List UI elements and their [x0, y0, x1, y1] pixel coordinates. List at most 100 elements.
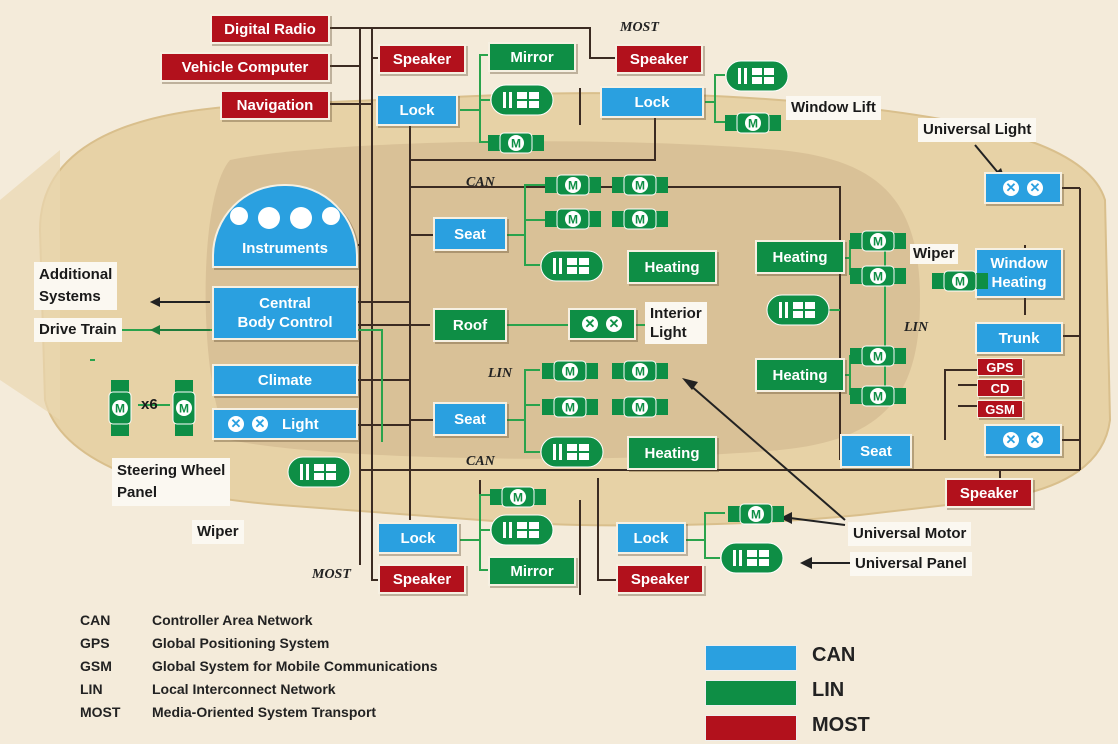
svg-text:M: M	[568, 179, 578, 193]
gauge-icon	[230, 207, 248, 225]
additional-systems-label: Additional Systems	[34, 262, 118, 310]
glossary-abbr: MOST	[80, 704, 121, 720]
switch-panel-icon	[720, 542, 784, 574]
heating-label: Heating	[772, 366, 828, 384]
lamp-icon: ✕	[1003, 180, 1019, 196]
interior-light-line1: Interior	[650, 305, 702, 322]
motor-icon: M	[108, 380, 132, 436]
gauge-icon	[322, 207, 340, 225]
most-label: MOST	[312, 567, 351, 582]
seat-right-module[interactable]: Seat	[840, 434, 912, 468]
lamp-icon: ✕	[606, 316, 622, 332]
svg-text:M: M	[635, 365, 645, 379]
svg-text:M: M	[179, 402, 189, 416]
speaker-top-right-module[interactable]: Speaker	[615, 44, 703, 74]
universal-light-top-module[interactable]: ✕ ✕	[984, 172, 1062, 204]
cd-module[interactable]: CD	[977, 379, 1023, 397]
legend-swatch-most	[705, 715, 797, 741]
svg-text:M: M	[751, 508, 761, 522]
lamp-icon: ✕	[228, 416, 244, 432]
x6-label: x6	[141, 396, 158, 413]
lock-label: Lock	[400, 529, 436, 547]
steering-wheel-panel-label: Steering Wheel Panel	[112, 458, 231, 506]
svg-text:M: M	[873, 235, 883, 249]
lock-label: Lock	[633, 529, 669, 547]
heating-upper-module[interactable]: Heating	[627, 250, 717, 284]
speaker-top-left-module[interactable]: Speaker	[378, 44, 466, 74]
svg-text:M: M	[873, 270, 883, 284]
switch-panel-icon	[540, 250, 604, 282]
roof-module[interactable]: Roof	[433, 308, 507, 342]
mirror-bottom-module[interactable]: Mirror	[488, 556, 576, 586]
heating-right-1-module[interactable]: Heating	[755, 240, 845, 274]
glossary-row: MOST Media-Oriented System Transport	[80, 704, 376, 720]
speaker-label: Speaker	[959, 484, 1019, 502]
heating-lower-module[interactable]: Heating	[627, 436, 717, 470]
universal-light-bottom-module[interactable]: ✕ ✕	[984, 424, 1062, 456]
gauge-icon	[258, 207, 280, 229]
seat-lower-module[interactable]: Seat	[433, 402, 507, 436]
heating-right-2-module[interactable]: Heating	[755, 358, 845, 392]
gps-label: GPS	[986, 359, 1014, 375]
motor-icon: M	[612, 360, 668, 382]
legend-swatch-can	[705, 645, 797, 671]
can-label: CAN	[466, 454, 495, 469]
steering-line2: Panel	[117, 484, 158, 501]
interior-light-line2: Light	[650, 324, 687, 341]
light-module[interactable]: ✕ ✕ Light	[212, 408, 358, 440]
interior-light-module[interactable]: ✕ ✕	[568, 308, 636, 340]
universal-motor-label: Universal Motor	[848, 522, 972, 546]
legend-label-lin: LIN	[812, 679, 845, 701]
trunk-module[interactable]: Trunk	[975, 322, 1063, 354]
digital-radio-module[interactable]: Digital Radio	[210, 14, 330, 44]
speaker-label: Speaker	[392, 50, 452, 68]
speaker-right-module[interactable]: Speaker	[945, 478, 1033, 508]
central-body-control-module[interactable]: Central Body Control	[212, 286, 358, 340]
svg-text:M: M	[115, 402, 125, 416]
switch-panel-icon	[725, 60, 789, 92]
glossary-abbr: LIN	[80, 681, 103, 697]
central-label-line1: Central	[259, 295, 311, 312]
motor-icon: M	[850, 345, 906, 367]
mirror-top-module[interactable]: Mirror	[488, 42, 576, 72]
window-heating-module[interactable]: Window Heating	[975, 248, 1063, 298]
glossary-text: Global Positioning System	[152, 635, 330, 651]
lock-label: Lock	[399, 101, 435, 119]
vehicle-computer-module[interactable]: Vehicle Computer	[160, 52, 330, 82]
roof-label: Roof	[452, 316, 488, 334]
speaker-label: Speaker	[630, 570, 690, 588]
lock-bottom-mid-module[interactable]: Lock	[616, 522, 686, 554]
lamp-icon: ✕	[1003, 432, 1019, 448]
motor-icon: M	[542, 360, 598, 382]
navigation-module[interactable]: Navigation	[220, 90, 330, 120]
lamp-icon: ✕	[252, 416, 268, 432]
climate-module[interactable]: Climate	[212, 364, 358, 396]
mirror-label: Mirror	[510, 48, 554, 66]
svg-text:M: M	[565, 365, 575, 379]
glossary-text: Global System for Mobile Communications	[152, 658, 438, 674]
trunk-label: Trunk	[998, 329, 1040, 347]
gps-module[interactable]: GPS	[977, 358, 1023, 376]
most-label: MOST	[620, 20, 659, 35]
glossary-text: Media-Oriented System Transport	[152, 704, 377, 720]
glossary-text: Local Interconnect Network	[152, 681, 336, 697]
motor-icon: M	[172, 380, 196, 436]
speaker-bottom-left-module[interactable]: Speaker	[378, 564, 466, 594]
gsm-module[interactable]: GSM	[977, 400, 1023, 418]
steering-line1: Steering Wheel	[117, 462, 226, 479]
svg-text:M: M	[873, 390, 883, 404]
wiper-right-label: Wiper	[910, 244, 958, 264]
window-heating-line1: Window	[990, 255, 1048, 272]
motor-icon: M	[545, 208, 601, 230]
seat-upper-module[interactable]: Seat	[433, 217, 507, 251]
gsm-label: GSM	[985, 401, 1015, 417]
cd-label: CD	[990, 380, 1010, 396]
lock-top-right-module[interactable]: Lock	[600, 86, 704, 118]
lamp-icon: ✕	[582, 316, 598, 332]
lock-top-left-module[interactable]: Lock	[376, 94, 458, 126]
speaker-bottom-mid-module[interactable]: Speaker	[616, 564, 704, 594]
motor-icon: M	[728, 503, 784, 525]
lock-bottom-left-module[interactable]: Lock	[377, 522, 459, 554]
